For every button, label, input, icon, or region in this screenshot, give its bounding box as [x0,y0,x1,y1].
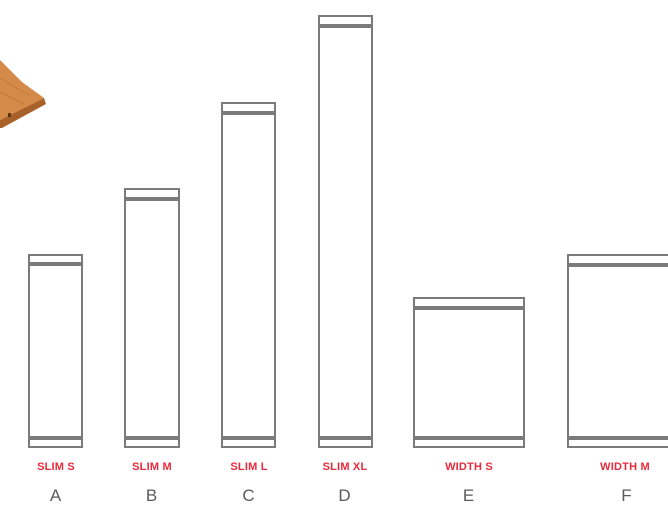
wooden-board-image [0,60,46,128]
outline-F [567,254,668,448]
letter-label-c: C [242,486,256,505]
outline-C-body [221,102,276,448]
outline-D [318,15,373,448]
board-side-face [0,98,46,128]
size-label-slim-xl: SLIM XL [322,461,368,473]
outline-A [28,254,83,448]
outline-E-body [413,297,525,448]
outline-C [221,102,276,448]
letter-label-a: A [49,486,63,505]
size-label-width-m: WIDTH M [600,461,650,473]
letter-label-d: D [338,486,352,505]
outline-A-body [28,254,83,448]
board-hole [8,113,11,117]
outline-B [124,188,180,448]
outline-E [413,297,525,448]
outline-B-body [124,188,180,448]
outline-D-body [318,15,373,448]
letter-label-b: B [145,486,159,505]
size-label-slim-l: SLIM L [230,461,268,473]
letter-label-e: E [462,486,476,505]
size-label-slim-m: SLIM M [132,461,172,473]
board-grain [0,91,25,105]
board-grain [0,77,31,97]
size-label-slim-s: SLIM S [37,461,75,473]
board-top-face [0,60,44,120]
size-label-width-s: WIDTH S [445,461,493,473]
outline-F-body [567,254,668,448]
letter-label-f: F [621,486,633,505]
